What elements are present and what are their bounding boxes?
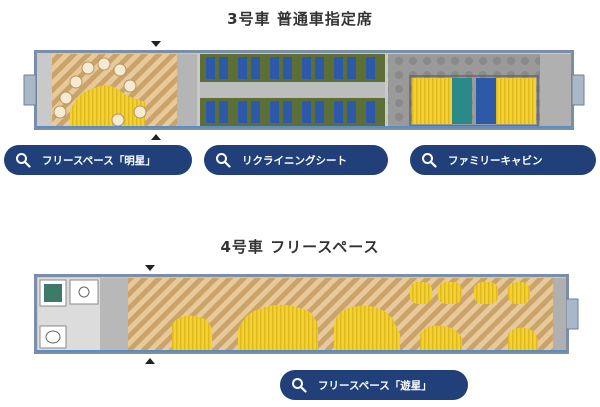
car3-entrance-arrow-top [151,41,161,47]
reclining-seats [200,54,385,126]
car3-entrance-arrow-bottom [151,134,161,140]
car4-button-yusei[interactable]: フリースペース「遊星」 [280,370,468,400]
button-label: フリースペース「明星」 [42,154,156,167]
car3-button-family-cabin[interactable]: ファミリーキャビン [410,145,596,175]
car3-title: 3号車 普通車指定席 [227,10,373,28]
car3-floorplan [23,41,585,140]
car4-entrance-arrow-top [145,265,155,271]
car4-floorplan [34,265,579,364]
search-icon [418,149,440,171]
button-label: フリースペース「遊星」 [318,379,432,392]
car3-button-reclining[interactable]: リクライニングシート [204,145,388,175]
search-icon [12,149,34,171]
search-icon [288,374,310,396]
yellow-sofas [172,282,538,350]
search-icon [212,149,234,171]
button-label: リクライニングシート [242,154,347,167]
car4-entrance-arrow-bottom [145,358,155,364]
family-cabin [409,75,539,127]
button-label: ファミリーキャビン [448,154,543,167]
restroom-area [38,278,100,350]
car4-title: 4号車 フリースペース [220,238,380,256]
car3-button-myosei[interactable]: フリースペース「明星」 [4,145,192,175]
yellow-sofa [70,85,145,126]
round-stools [53,57,147,127]
